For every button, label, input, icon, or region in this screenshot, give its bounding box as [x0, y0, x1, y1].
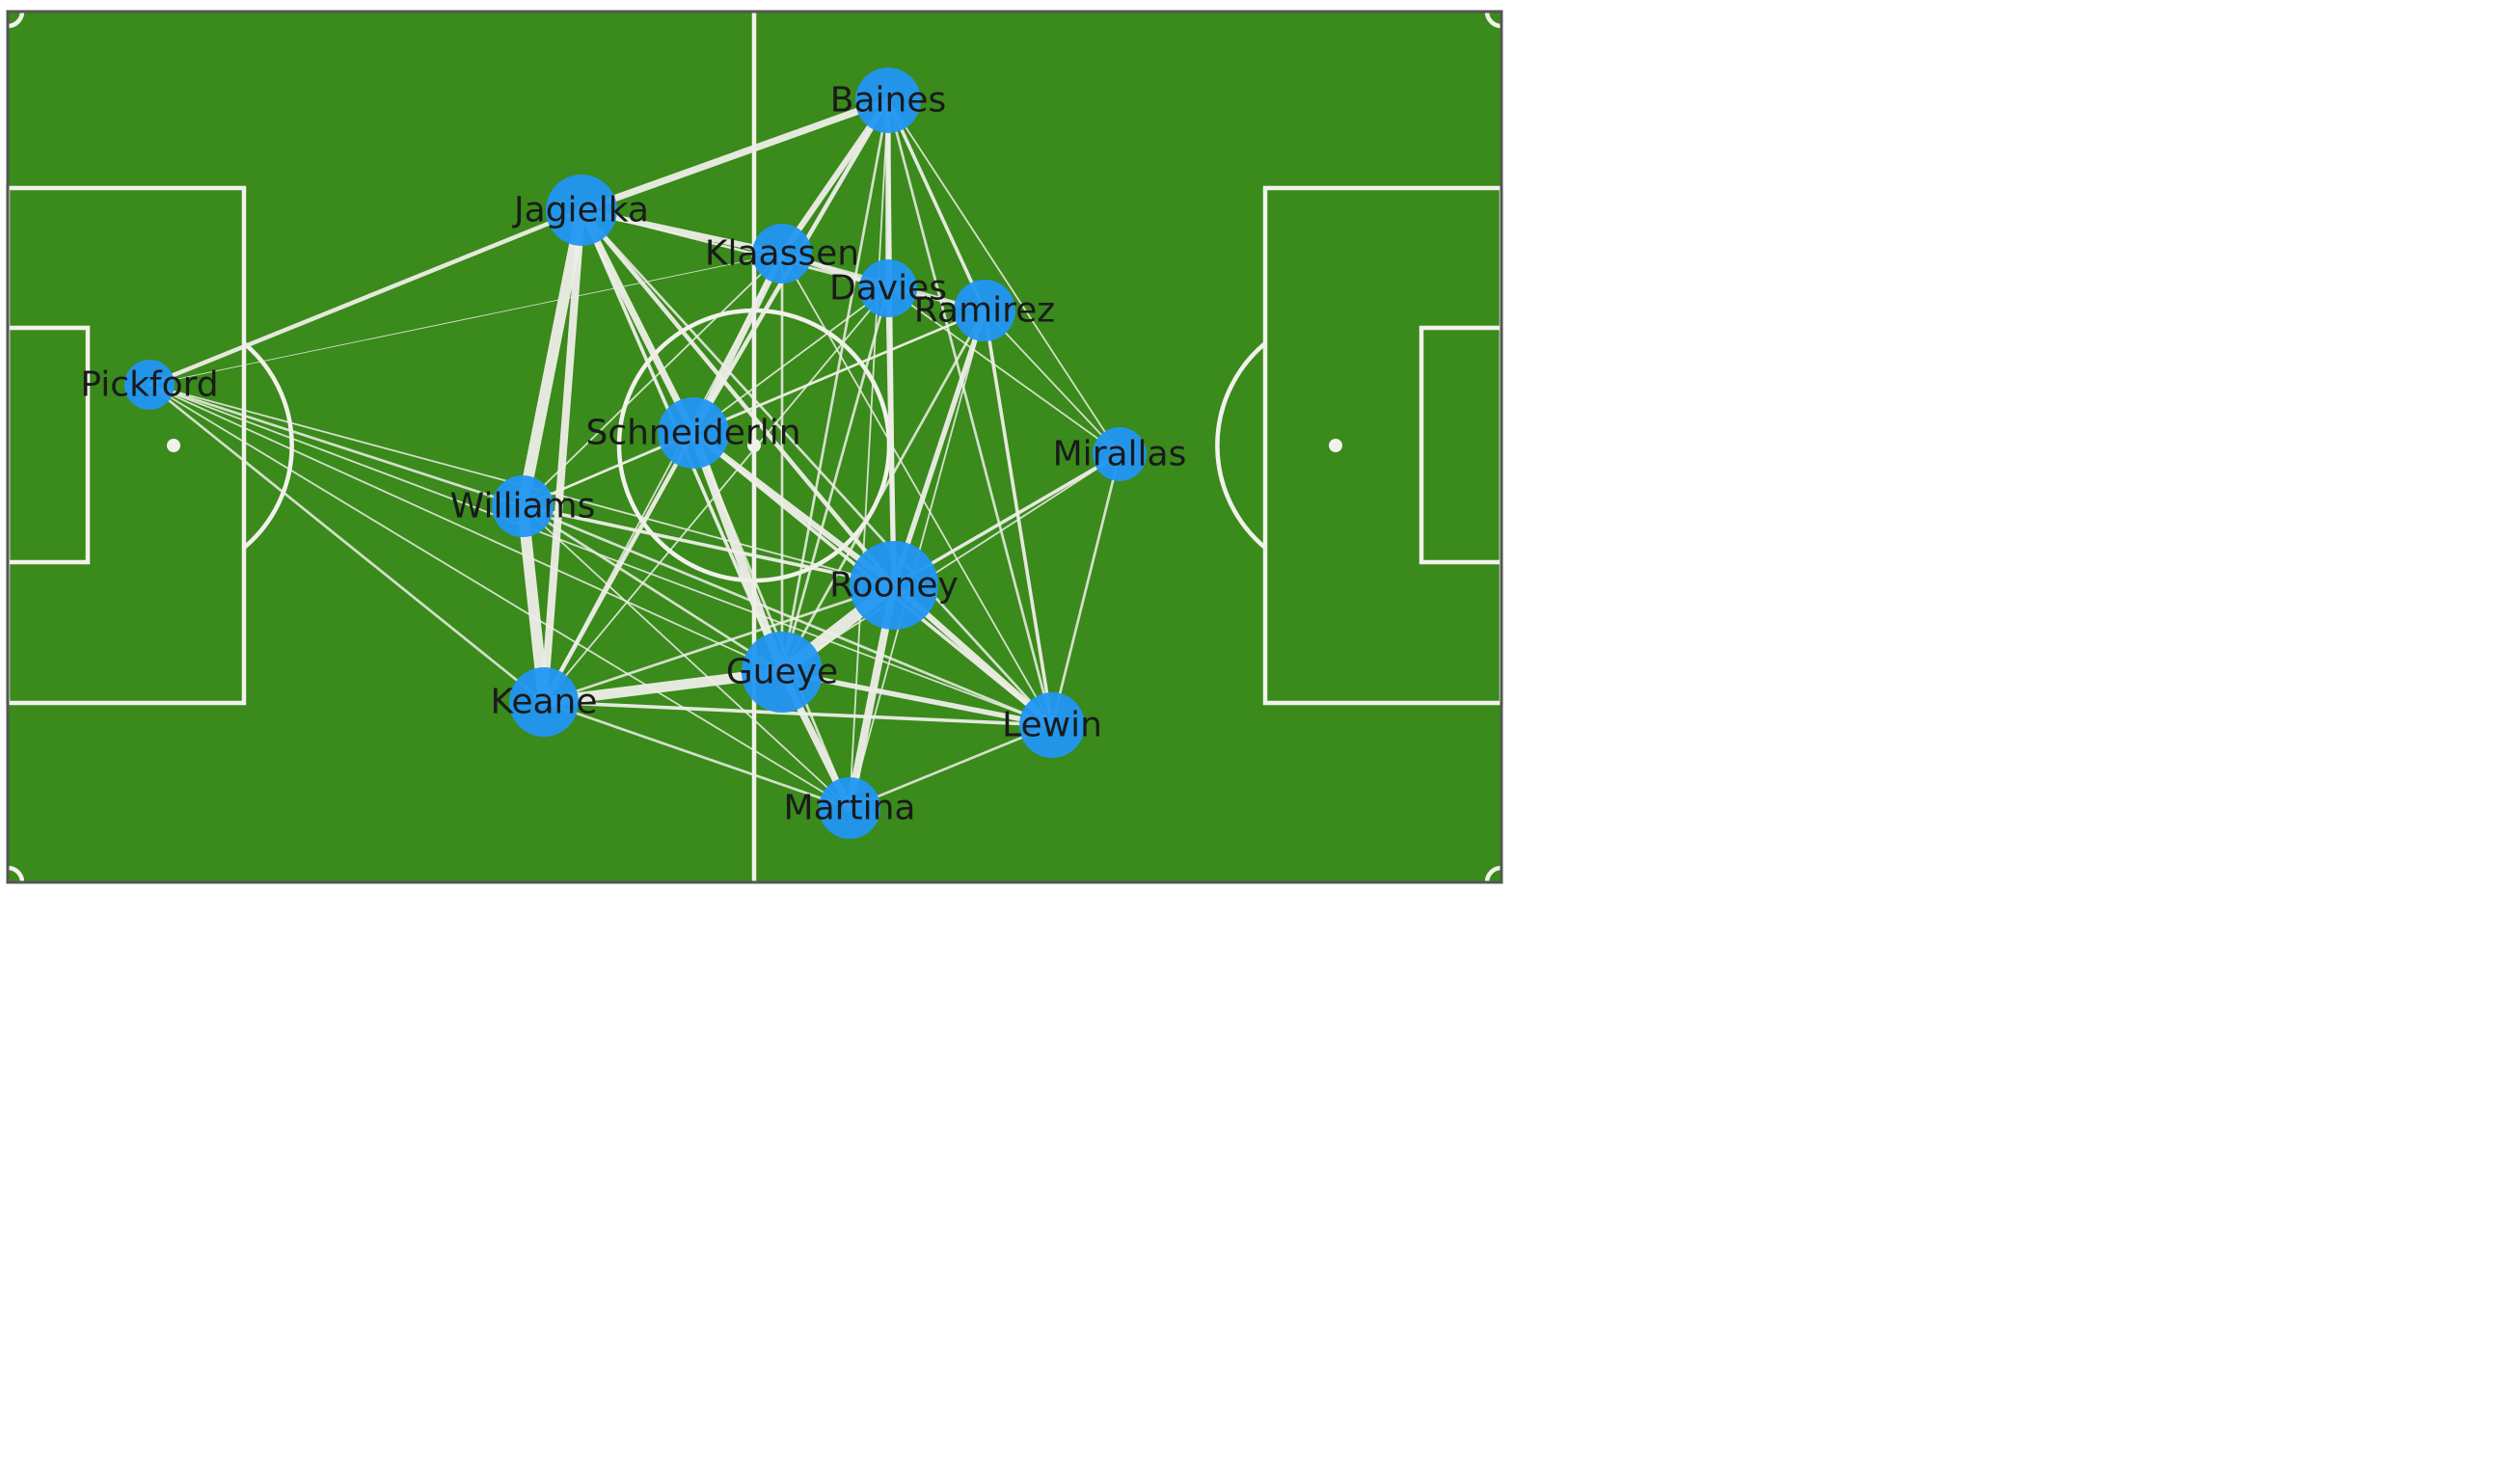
pitch — [5, 10, 1504, 884]
player-label: Schneiderlin — [585, 414, 800, 453]
pass-edge-pickford-martina — [149, 384, 851, 809]
player-label: Rooney — [829, 566, 959, 606]
player-node-jagielka: Jagielka — [512, 175, 649, 246]
pass-edge-ramirez-schneiderlin — [691, 309, 987, 435]
pass-edge-ramirez-lewin — [983, 309, 1054, 727]
pass-edge-pickford-gueye — [149, 384, 783, 673]
pass-edge-lewin-martina — [848, 723, 1054, 810]
pass-edge-schneiderlin-keane — [541, 430, 696, 705]
player-node-schneiderlin: Schneiderlin — [585, 397, 801, 469]
player-nodes: Pickford Jagielka BainesKlaassenDaviesRami… — [80, 67, 1186, 839]
player-label: Baines — [830, 81, 946, 121]
player-marker — [855, 67, 921, 133]
right-penalty-arc — [1215, 341, 1267, 550]
left-penalty-spot — [167, 439, 180, 452]
pass-edge-ramirez-mirallas — [984, 310, 1121, 455]
player-marker — [1093, 427, 1147, 481]
player-label: Mirallas — [1053, 435, 1187, 474]
pass-edge-klaassen-lewin — [781, 253, 1053, 726]
corner-arc-top-left — [7, 11, 25, 29]
player-node-baines: Baines — [830, 67, 946, 133]
pass-edge-baines-ramirez — [886, 98, 987, 312]
pass-edge-jagielka-rooney — [579, 207, 897, 588]
player-label: Davies — [829, 269, 947, 309]
pass-edge-keane-lewin — [542, 700, 1054, 727]
player-marker — [124, 360, 175, 410]
player-marker — [509, 667, 579, 737]
pass-edge-klaassen-pickford — [149, 253, 783, 386]
pass-edge-jagielka-lewin — [580, 208, 1054, 727]
player-marker — [492, 475, 554, 537]
pass-edge-williams-lewin — [521, 504, 1054, 727]
left-penalty-arc — [242, 341, 294, 550]
pass-edge-baines-gueye — [780, 98, 890, 674]
player-marker — [752, 224, 812, 283]
player-node-williams: Williams — [450, 475, 596, 537]
pass-edge-jagielka-williams — [517, 204, 587, 512]
corner-arc-top-right — [1484, 11, 1502, 29]
player-marker — [546, 175, 617, 246]
player-marker — [1019, 692, 1085, 758]
pass-edge-ramirez-rooney — [891, 308, 987, 588]
pass-edge-keane-rooney — [542, 583, 896, 704]
pass-edge-schneiderlin-gueye — [689, 428, 787, 677]
corner-arc-bottom-right — [1484, 865, 1502, 883]
player-node-lewin: Lewin — [1002, 692, 1102, 758]
pitch-outline — [6, 10, 1503, 884]
player-node-mirallas: Mirallas — [1053, 427, 1187, 481]
pass-edge-davies-rooney — [885, 285, 897, 588]
pass-edge-williams-rooney — [521, 504, 896, 587]
player-label: Ramirez — [914, 291, 1055, 331]
pass-edges — [147, 96, 1122, 813]
pass-edge-davies-schneiderlin — [692, 287, 889, 434]
player-node-rooney: Rooney — [829, 541, 959, 630]
player-marker — [850, 541, 938, 630]
player-node-ramirez: Ramirez — [914, 280, 1055, 341]
player-label: Klaassen — [705, 234, 859, 274]
player-node-pickford: Pickford — [80, 360, 219, 410]
player-marker — [859, 259, 917, 317]
player-label: Gueye — [726, 653, 838, 692]
player-label: Martina — [784, 789, 916, 828]
player-node-gueye: Gueye — [726, 632, 838, 713]
pass-edge-gueye-lewin — [779, 669, 1055, 728]
pass-edge-baines-martina — [849, 99, 889, 809]
pass-edge-williams-gueye — [521, 504, 784, 674]
pass-edge-keane-martina — [542, 700, 852, 810]
pass-edge-williams-martina — [522, 505, 851, 809]
player-marker — [658, 397, 729, 469]
pass-edge-baines-mirallas — [887, 99, 1121, 455]
player-marker — [742, 632, 823, 713]
pass-edge-baines-lewin — [886, 98, 1054, 727]
pass-edge-jagielka-keane — [539, 205, 586, 707]
player-marker — [819, 777, 880, 839]
player-node-keane: Keane — [491, 667, 598, 737]
pass-edge-pickford-keane — [148, 383, 546, 704]
pass-edge-jagielka-pickford — [147, 207, 584, 388]
pass-edge-davies-mirallas — [887, 287, 1121, 455]
player-node-davies: Davies — [829, 259, 947, 317]
pass-edge-jagielka-baines — [578, 96, 892, 214]
pass-edge-lewin-mirallas — [1050, 452, 1122, 727]
player-label: Williams — [450, 487, 596, 526]
player-label: Keane — [491, 683, 598, 722]
pass-edge-jagielka-schneiderlin — [578, 206, 697, 437]
corner-arc-bottom-left — [7, 865, 25, 883]
pass-edge-davies-gueye — [780, 286, 890, 674]
right-penalty-spot — [1329, 439, 1342, 452]
pass-edge-williams-pickford — [148, 383, 525, 508]
center-spot — [747, 439, 761, 452]
player-marker — [954, 280, 1015, 341]
player-node-martina: Martina — [784, 777, 916, 839]
player-label: Lewin — [1002, 706, 1102, 745]
player-label: Pickford — [80, 365, 218, 405]
player-node-klaassen: Klaassen — [705, 224, 859, 283]
player-label: Jagielka — [512, 191, 649, 230]
